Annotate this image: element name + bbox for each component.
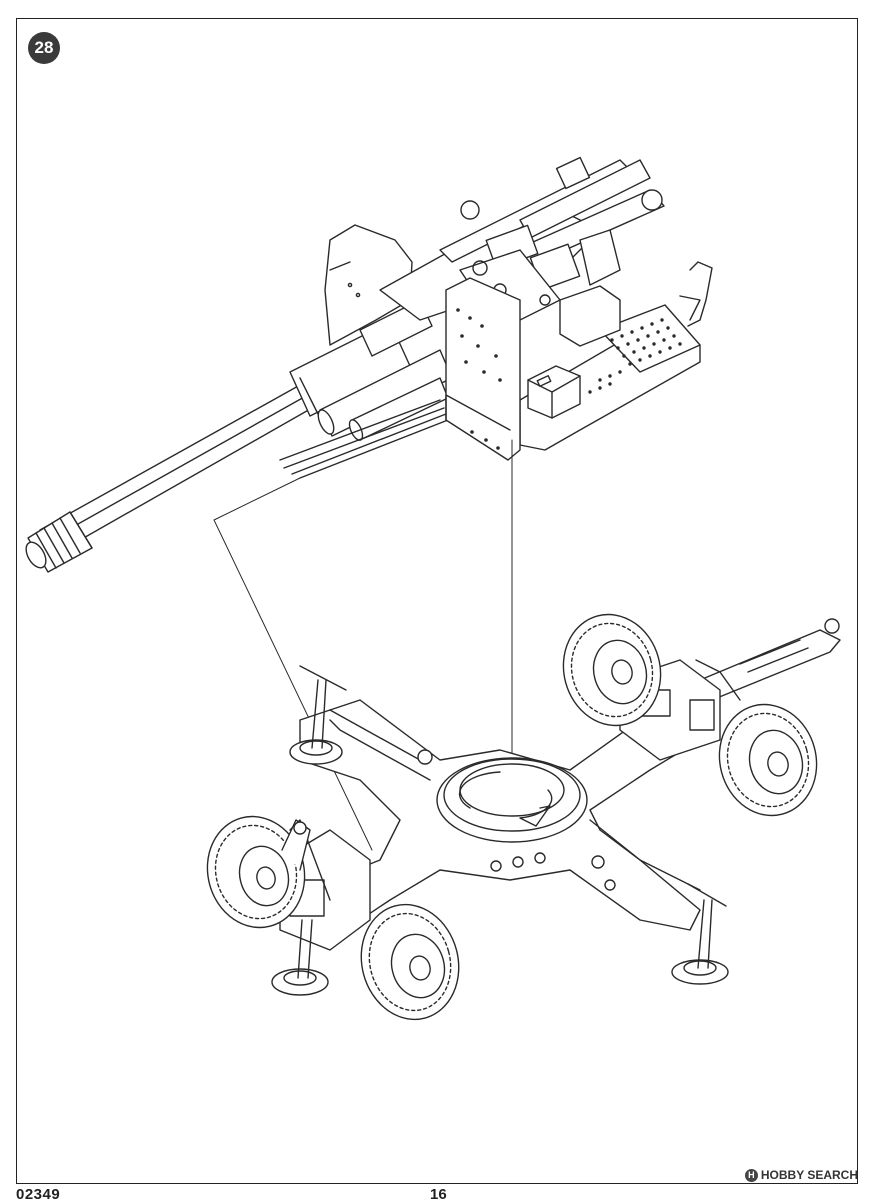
product-code: 02349	[16, 1186, 61, 1203]
hobby-search-logo-icon: H	[744, 1168, 758, 1182]
wheel-rear-left	[562, 613, 662, 727]
gun-platform	[519, 304, 701, 451]
turntable	[436, 757, 588, 843]
wheel-front-left	[206, 815, 306, 929]
muzzle-brake	[25, 511, 93, 573]
ammo-box	[527, 365, 581, 419]
leveling-jack-left	[289, 665, 347, 765]
gun-assembly	[25, 156, 713, 573]
step-number: 28	[34, 38, 54, 57]
leveling-jack-right	[671, 883, 729, 985]
page-number: 16	[430, 1186, 447, 1203]
wheel-front-right	[360, 903, 460, 1021]
page-frame	[16, 18, 858, 1184]
breech-mechanism	[379, 156, 665, 331]
shield-right	[445, 277, 521, 461]
carriage-assembly	[206, 613, 841, 1021]
watermark-text: HOBBY SEARCH	[760, 1168, 858, 1182]
leveling-jack-front	[271, 919, 329, 996]
step-number-badge: 28	[28, 32, 60, 64]
wheel-rear-right	[718, 703, 818, 817]
watermark: H HOBBY SEARCH	[744, 1168, 858, 1182]
